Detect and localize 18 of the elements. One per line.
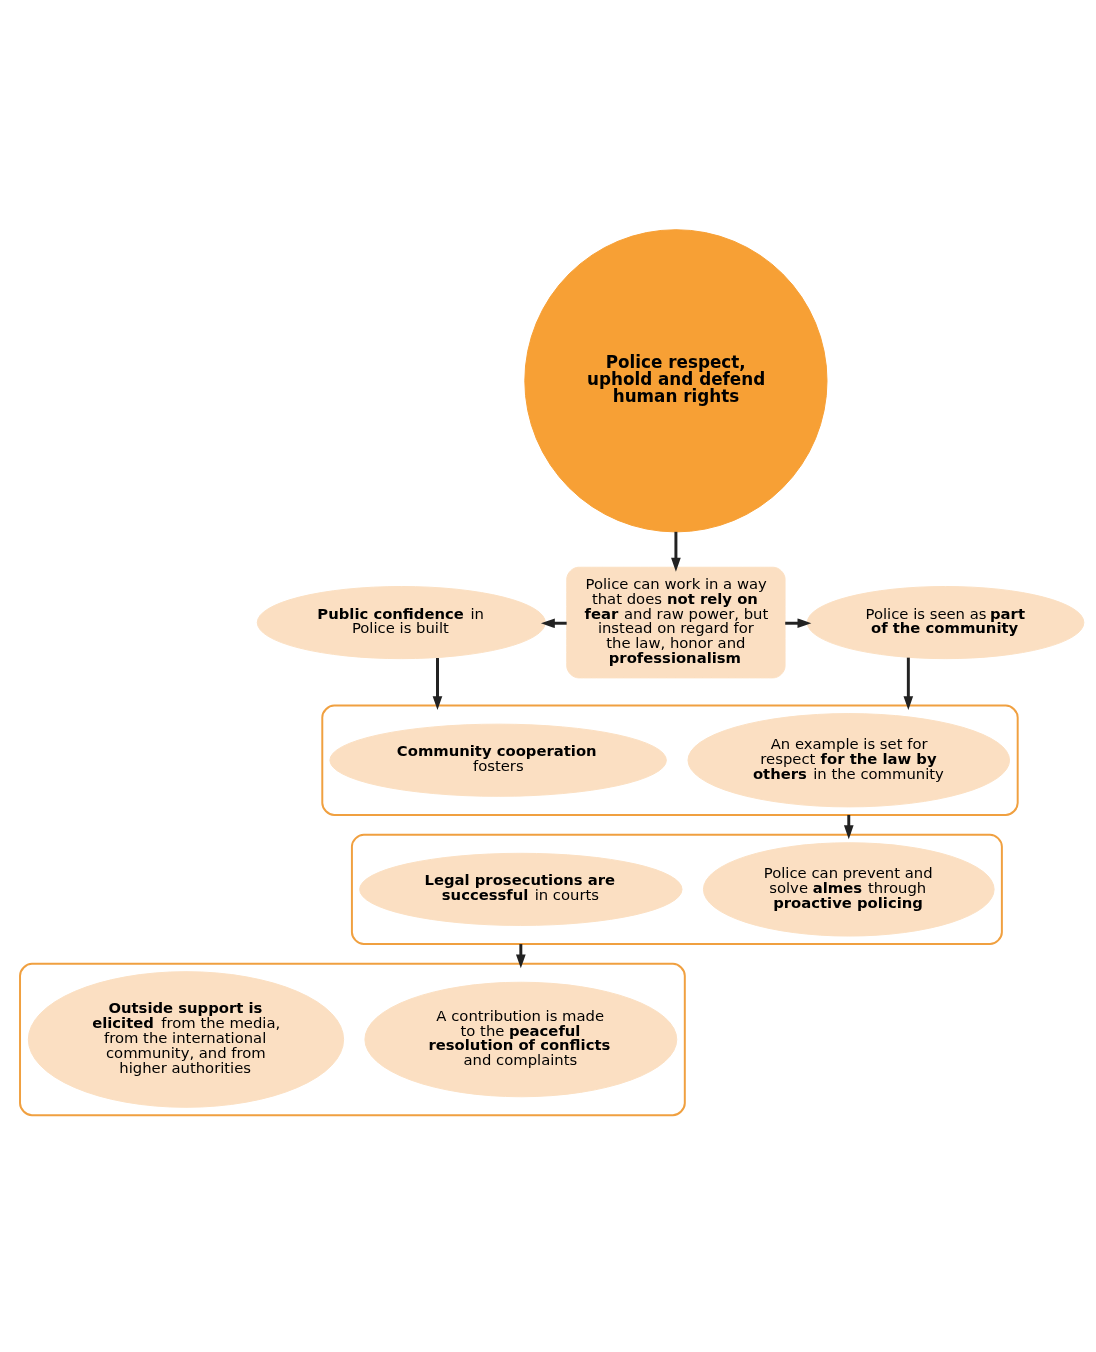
- node-ellipse: Outside support is elicited from the media, from the international community, and from higher authorities: [27, 970, 345, 1108]
- cluster: [19, 962, 686, 1116]
- node-ellipse: An example is set for respect for the law by others in the community: [687, 712, 1011, 807]
- cluster: [321, 704, 1019, 816]
- node-box: Police can work in a way that does not rely on fear and raw power, but instead on regard for the law, honor and professionalism: [566, 566, 786, 678]
- node-ellipse: Police is seen as part of the community: [806, 585, 1085, 659]
- node-circle: Police respect, uphold and defend human rights: [524, 228, 828, 532]
- arrow: [432, 657, 443, 710]
- cluster: [350, 833, 1003, 945]
- arrow: [903, 657, 914, 710]
- node-ellipse: Community cooperation fosters: [329, 723, 667, 797]
- node-ellipse: A contribution is made to the peaceful resolution of conflicts and complaints: [364, 981, 678, 1097]
- node-ellipse: Police can prevent and solve almes through proactive policing: [702, 841, 995, 937]
- arrow: [540, 617, 567, 628]
- node-ellipse: Legal prosecutions are successful in courts: [359, 852, 683, 926]
- arrow: [843, 814, 854, 839]
- node-ellipse: Public confidence in Police is built: [256, 585, 546, 659]
- arrow: [671, 531, 681, 572]
